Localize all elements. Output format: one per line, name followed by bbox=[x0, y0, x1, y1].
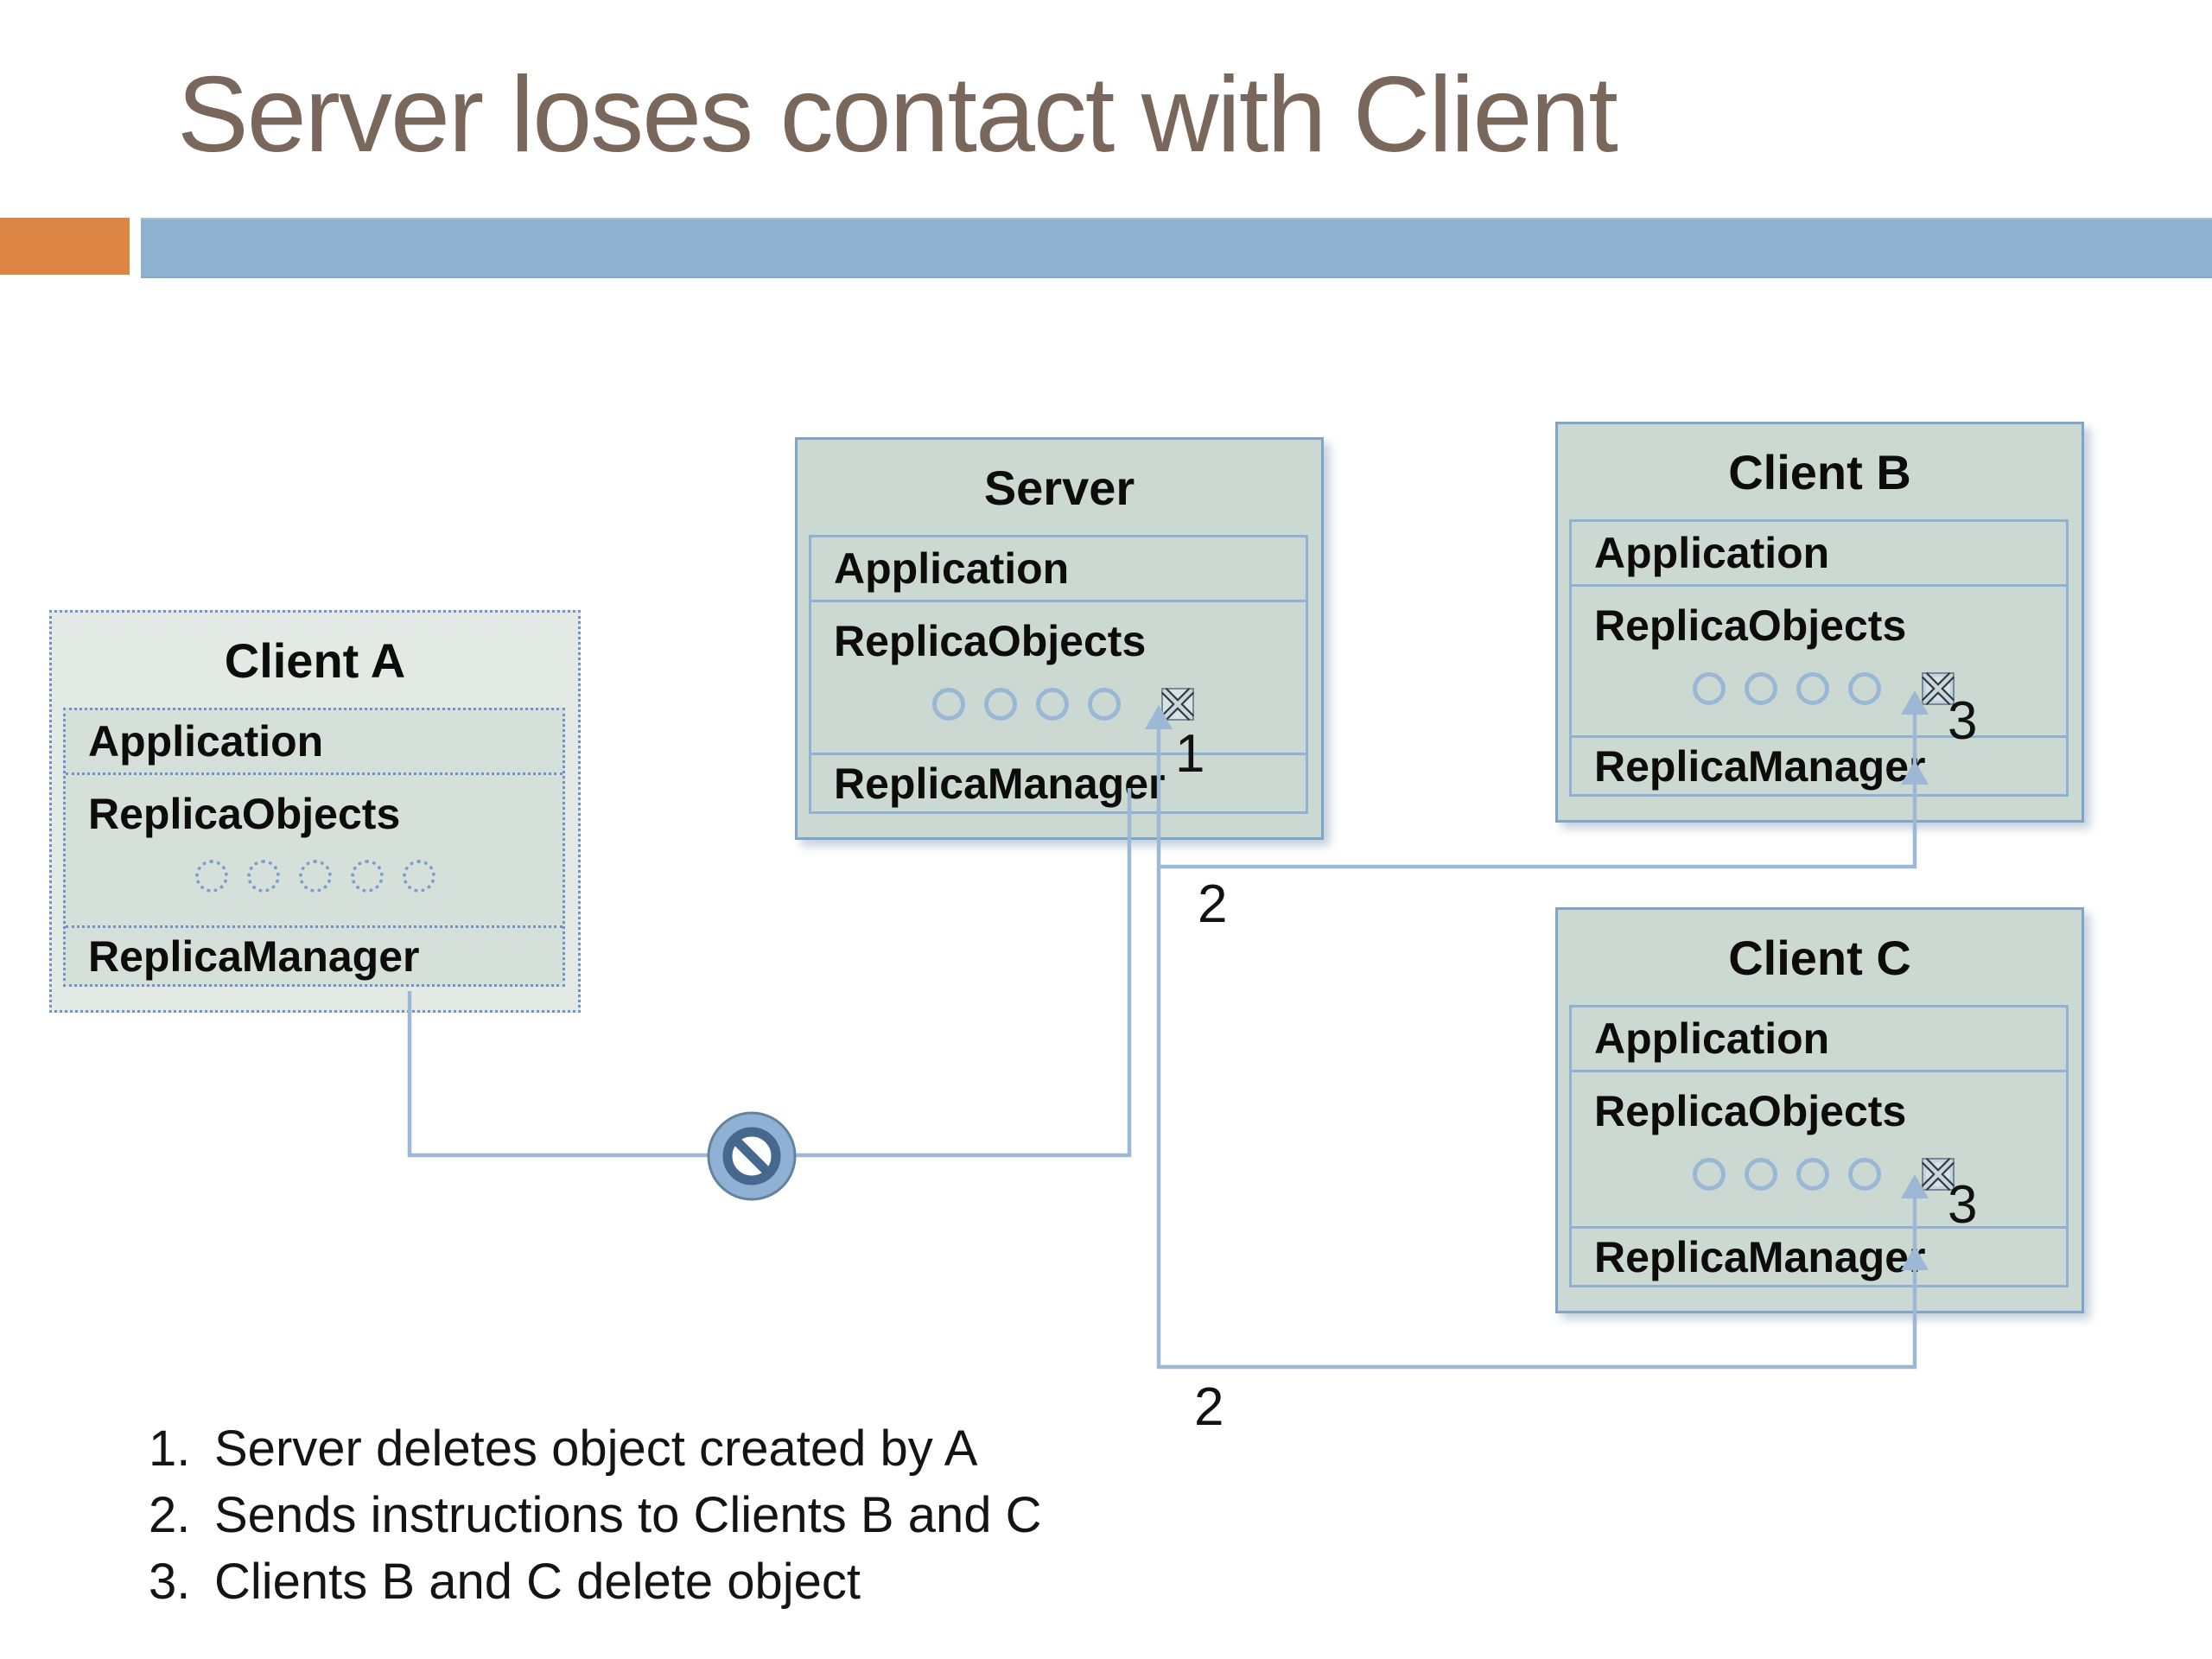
server-replicaobjects-label: ReplicaObjects bbox=[834, 617, 1147, 665]
legend-item-text: Sends instructions to Clients B and C bbox=[214, 1487, 1042, 1543]
step-label-1: 1 bbox=[1175, 724, 1205, 784]
client-c-replicaobjects-label: ReplicaObjects bbox=[1594, 1087, 1907, 1135]
replica-object-icon bbox=[1848, 1158, 1881, 1191]
legend-item: 3. Clients B and C delete object bbox=[130, 1548, 1041, 1615]
replica-object-icon bbox=[195, 860, 228, 893]
server-replicaobjects-row: ReplicaObjects bbox=[811, 602, 1306, 755]
legend-item-text: Clients B and C delete object bbox=[214, 1554, 861, 1610]
replica-object-icon bbox=[299, 860, 332, 893]
accent-blue-bar bbox=[141, 218, 2212, 278]
step-label-2-clientc: 2 bbox=[1194, 1377, 1224, 1437]
client-b-replicamanager-row: ReplicaManager bbox=[1572, 738, 2066, 794]
client-c-replicamanager-label: ReplicaManager bbox=[1594, 1232, 1926, 1281]
replica-object-icon bbox=[1796, 1158, 1829, 1191]
deleted-object-x-icon bbox=[1160, 687, 1195, 721]
prohibition-icon bbox=[707, 1111, 797, 1201]
client-a-replicamanager-row: ReplicaManager bbox=[66, 928, 563, 984]
replica-object-icon bbox=[351, 860, 384, 893]
server-application-row: Application bbox=[811, 537, 1306, 602]
page-title: Server loses contact with Client bbox=[177, 55, 1618, 175]
server-box-title: Server bbox=[983, 460, 1135, 515]
replica-object-icon bbox=[1693, 1158, 1726, 1191]
client-b-box-inner: Application ReplicaObjects bbox=[1569, 519, 2069, 797]
client-c-box: Client C Application ReplicaObjects bbox=[1555, 907, 2084, 1313]
replica-object-icon bbox=[1745, 1158, 1777, 1191]
replica-object-icon bbox=[1745, 672, 1777, 705]
server-box: Server Application ReplicaObjects bbox=[795, 437, 1324, 840]
replica-object-icon bbox=[1848, 672, 1881, 705]
client-b-replicaobjects-row: ReplicaObjects bbox=[1572, 587, 2066, 738]
client-b-replicamanager-label: ReplicaManager bbox=[1594, 741, 1926, 791]
step-label-3-clientc: 3 bbox=[1948, 1175, 1978, 1235]
client-a-replicamanager-label: ReplicaManager bbox=[88, 931, 420, 981]
client-a-box-inner: Application ReplicaObjects ReplicaManage… bbox=[63, 708, 565, 987]
client-c-replicamanager-row: ReplicaManager bbox=[1572, 1229, 2066, 1285]
replica-object-icon bbox=[247, 860, 280, 893]
step-label-3-clientb: 3 bbox=[1948, 691, 1978, 751]
replica-object-icon bbox=[1036, 688, 1069, 721]
legend-item: 1. Server deletes object created by A bbox=[130, 1415, 1041, 1482]
client-c-box-inner: Application ReplicaObjects bbox=[1569, 1005, 2069, 1287]
server-replica-objects bbox=[811, 687, 1306, 721]
accent-orange-bar bbox=[0, 218, 130, 275]
replica-object-icon bbox=[403, 860, 435, 893]
client-a-replicaobjects-row: ReplicaObjects bbox=[66, 775, 563, 928]
client-c-application-row: Application bbox=[1572, 1007, 2066, 1072]
client-a-box: Client A Application ReplicaObjects Repl… bbox=[49, 610, 581, 1013]
replica-object-icon bbox=[932, 688, 965, 721]
client-a-application-row: Application bbox=[66, 710, 563, 775]
server-replicamanager-row: ReplicaManager bbox=[811, 755, 1306, 811]
replica-object-icon bbox=[984, 688, 1017, 721]
client-b-application-label: Application bbox=[1594, 529, 1830, 577]
client-b-application-row: Application bbox=[1572, 522, 2066, 587]
legend-item-text: Server deletes object created by A bbox=[214, 1421, 978, 1477]
server-application-label: Application bbox=[834, 544, 1070, 593]
client-c-application-label: Application bbox=[1594, 1014, 1830, 1063]
server-replicamanager-label: ReplicaManager bbox=[834, 759, 1166, 808]
replica-object-icon bbox=[1796, 672, 1829, 705]
legend-item-number: 1. bbox=[149, 1421, 191, 1477]
client-c-replica-objects bbox=[1572, 1157, 2066, 1192]
deleted-object-x-icon bbox=[1921, 671, 1955, 706]
client-b-replicaobjects-label: ReplicaObjects bbox=[1594, 601, 1907, 650]
client-c-box-title: Client C bbox=[1728, 930, 1911, 985]
legend-item-number: 3. bbox=[149, 1554, 191, 1610]
client-a-box-title: Client A bbox=[224, 632, 406, 688]
client-a-application-label: Application bbox=[88, 717, 324, 766]
client-a-replica-objects bbox=[66, 860, 563, 893]
legend-item: 2. Sends instructions to Clients B and C bbox=[130, 1482, 1041, 1548]
client-b-box-title: Client B bbox=[1728, 444, 1911, 499]
legend: 1. Server deletes object created by A 2.… bbox=[130, 1415, 1041, 1615]
replica-object-icon bbox=[1693, 672, 1726, 705]
server-box-inner: Application ReplicaObjects bbox=[809, 535, 1308, 814]
step-label-2-clientb: 2 bbox=[1198, 874, 1228, 934]
client-a-replicaobjects-label: ReplicaObjects bbox=[88, 790, 401, 838]
legend-item-number: 2. bbox=[149, 1487, 191, 1543]
client-b-replica-objects bbox=[1572, 671, 2066, 706]
client-b-box: Client B Application ReplicaObjects bbox=[1555, 422, 2084, 823]
replica-object-icon bbox=[1088, 688, 1121, 721]
client-c-replicaobjects-row: ReplicaObjects bbox=[1572, 1072, 2066, 1229]
